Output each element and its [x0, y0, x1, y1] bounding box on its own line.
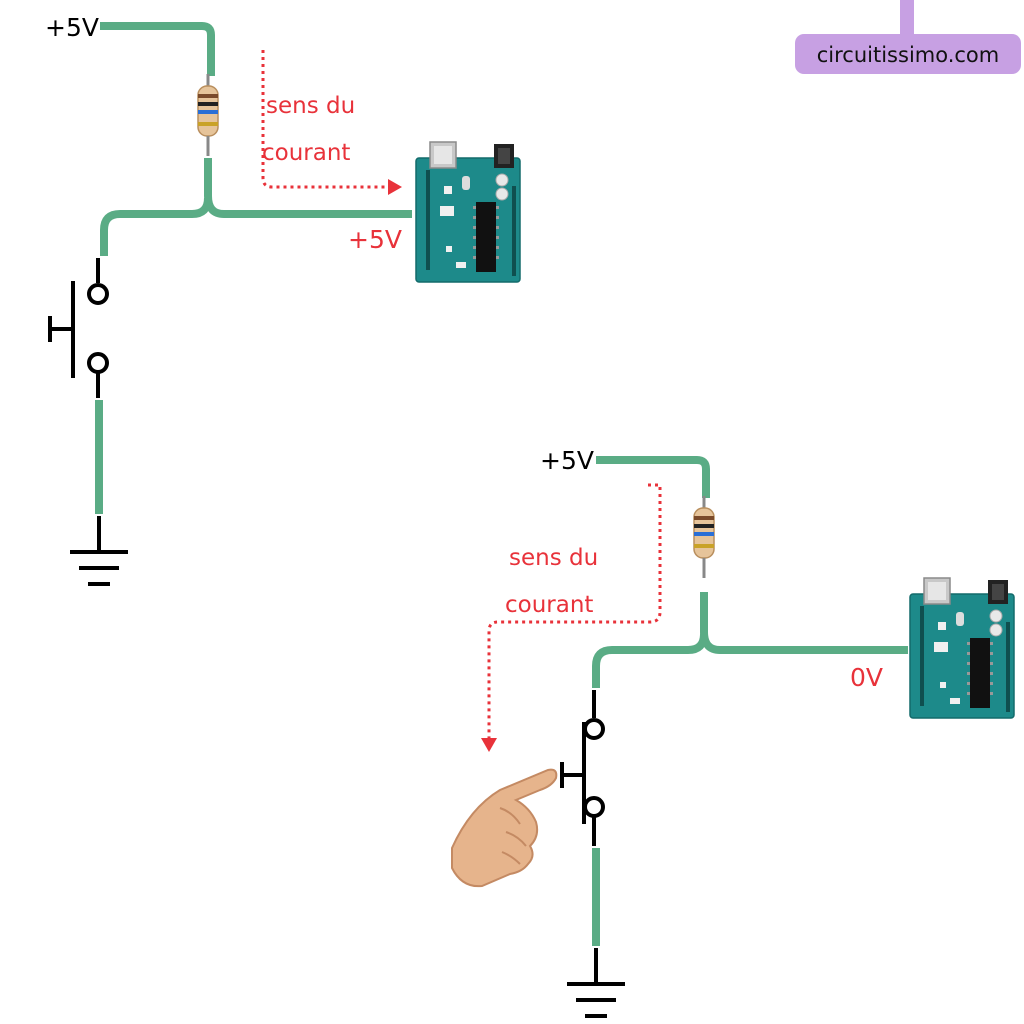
current-label-line1: sens du [509, 545, 598, 571]
current-direction-arrow [261, 50, 402, 195]
current-label-line2: courant [505, 592, 593, 618]
resistor-icon [196, 72, 220, 158]
top-pin-voltage-label: +5V [348, 225, 402, 254]
arduino-board-icon [909, 577, 1015, 719]
top-circuit: +5V sens du courant +5V [45, 13, 521, 586]
ground-icon [68, 514, 130, 586]
bottom-node-wire [700, 592, 908, 654]
brand-text: circuitissimo.com [817, 43, 1000, 67]
bottom-circuit: +5V sens du courant 0V [451, 446, 1015, 1018]
arduino-board-icon [415, 141, 521, 283]
bottom-pin-voltage-label: 0V [850, 663, 883, 692]
push-button-icon [560, 690, 605, 846]
current-direction-arrow [481, 483, 662, 752]
bottom-supply-label: +5V [540, 446, 594, 475]
bottom-supply-wire [596, 456, 710, 498]
top-node-wire [204, 158, 412, 218]
bottom-button-wire [592, 633, 708, 688]
top-supply-wire [100, 22, 215, 76]
top-button-wire [100, 197, 212, 256]
push-button-icon [48, 258, 109, 398]
resistor-icon [692, 494, 716, 580]
ground-icon [565, 946, 627, 1018]
hand-pointer-icon [451, 768, 558, 888]
top-supply-label: +5V [45, 13, 99, 42]
current-label-line1: sens du [266, 93, 355, 119]
brand-badge: circuitissimo.com [795, 0, 1021, 74]
current-label-line2: courant [262, 140, 350, 166]
